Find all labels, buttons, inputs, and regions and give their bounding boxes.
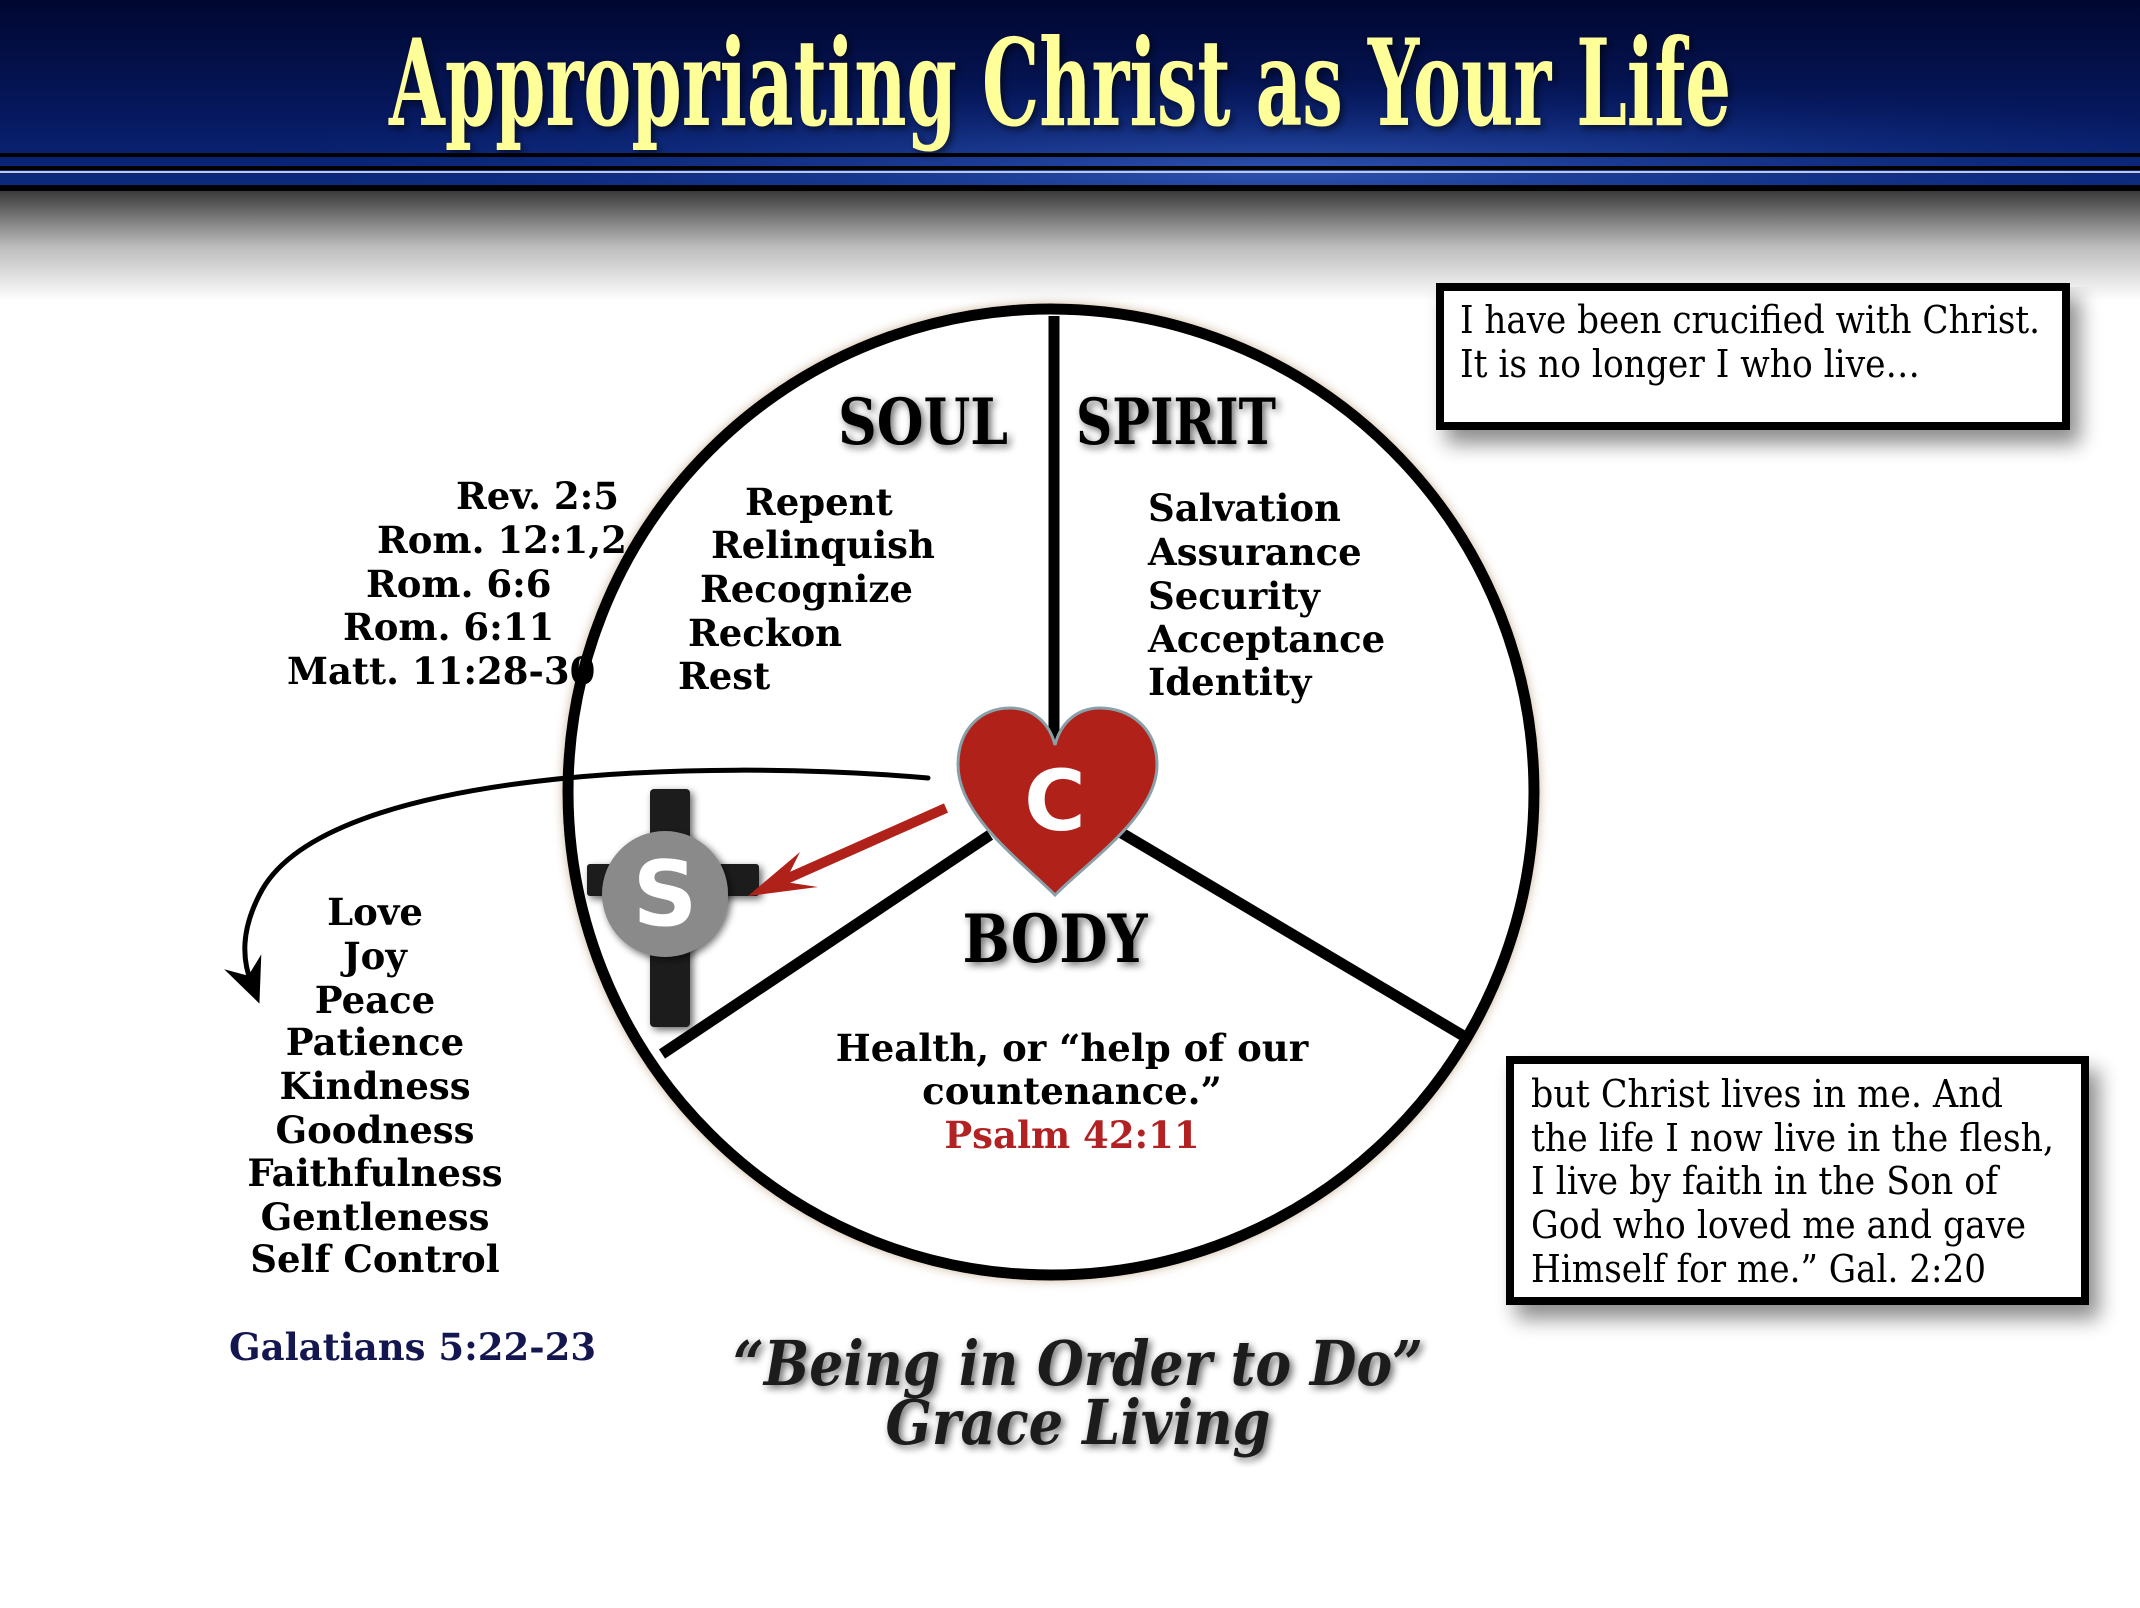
soul-item: Recognize — [700, 567, 913, 611]
self-letter: S — [633, 842, 698, 947]
quote-2-line: the life I now live in the flesh, — [1531, 1116, 2054, 1160]
quote-1-line: It is no longer I who live… — [1460, 342, 1920, 386]
soul-item: Reckon — [688, 611, 842, 655]
soul-item: Repent — [745, 480, 893, 524]
spirit-item: Assurance — [1147, 530, 1362, 574]
red-arrow — [748, 803, 949, 896]
reference-item: Rev. 2:5 — [456, 474, 619, 518]
soul-list: Repent Relinquish Recognize Reckon Rest — [678, 480, 935, 698]
header-banner: Appropriating Christ as Your Life — [0, 0, 2140, 301]
reference-item: Rom. 12:1,2 — [377, 518, 627, 562]
fruit-item: Peace — [315, 978, 435, 1022]
body-line-2: countenance.” — [922, 1069, 1222, 1113]
slide-title: Appropriating Christ as Your Life — [388, 13, 1731, 154]
fruit-item: Gentleness — [261, 1195, 490, 1239]
body-line-1: Health, or “help of our — [836, 1026, 1309, 1070]
tagline: “Being in Order to Do” Grace Living — [733, 1327, 1423, 1459]
fruit-item: Patience — [286, 1020, 464, 1064]
quote-2-line: God who loved me and gave — [1531, 1203, 2026, 1247]
quote-box-2 — [1506, 1056, 2089, 1305]
quote-2-line: Himself for me.” Gal. 2:20 — [1531, 1247, 1986, 1291]
body-reference: Psalm 42:11 — [944, 1113, 1199, 1157]
reference-item: Rom. 6:11 — [343, 605, 554, 649]
quote-2-line: but Christ lives in me. And — [1531, 1072, 2003, 1116]
body-text: Health, or “help of our countenance.” Ps… — [836, 1026, 1309, 1157]
fruit-item: Faithfulness — [247, 1151, 502, 1195]
galatians-reference: Galatians 5:22-23 — [229, 1325, 596, 1369]
tagline-line-1: “Being in Order to Do” — [733, 1327, 1423, 1400]
self-circle: S — [602, 831, 728, 957]
spoke-lower-right — [1117, 827, 1470, 1043]
spoke-lower-left — [658, 830, 994, 1059]
quote-box-1 — [1436, 283, 2070, 430]
body-heading: BODY — [963, 900, 1149, 978]
fruit-item: Joy — [340, 934, 408, 978]
reference-item: Matt. 11:28-30 — [287, 649, 595, 693]
tagline-line-2: Grace Living — [886, 1386, 1271, 1459]
fruit-item: Goodness — [276, 1108, 475, 1152]
fruits-list: Love Joy Peace Patience Kindness Goodnes… — [247, 890, 502, 1281]
soul-item: Relinquish — [711, 523, 935, 567]
curved-arrow — [224, 767, 931, 1004]
fruit-item: Love — [327, 890, 423, 934]
reference-list: Rev. 2:5 Rom. 12:1,2 Rom. 6:6 Rom. 6:11 … — [287, 474, 627, 693]
quote-2-line: I live by faith in the Son of — [1531, 1159, 2001, 1203]
soul-item: Rest — [678, 654, 770, 698]
soul-heading: SOUL — [838, 385, 1008, 460]
spirit-item: Salvation — [1148, 486, 1341, 530]
quote-1-line: I have been crucified with Christ. — [1460, 298, 2040, 342]
spirit-item: Identity — [1148, 660, 1313, 704]
heart-icon: C — [956, 706, 1159, 898]
heart-letter: C — [1024, 752, 1086, 850]
spirit-item: Acceptance — [1147, 617, 1385, 661]
fruit-item: Kindness — [279, 1064, 470, 1108]
spirit-item: Security — [1148, 574, 1321, 618]
reference-item: Rom. 6:6 — [366, 562, 552, 606]
spirit-heading: SPIRIT — [1076, 385, 1276, 460]
fruit-item: Self Control — [250, 1237, 499, 1281]
spirit-list: Salvation Assurance Security Acceptance … — [1147, 486, 1385, 704]
